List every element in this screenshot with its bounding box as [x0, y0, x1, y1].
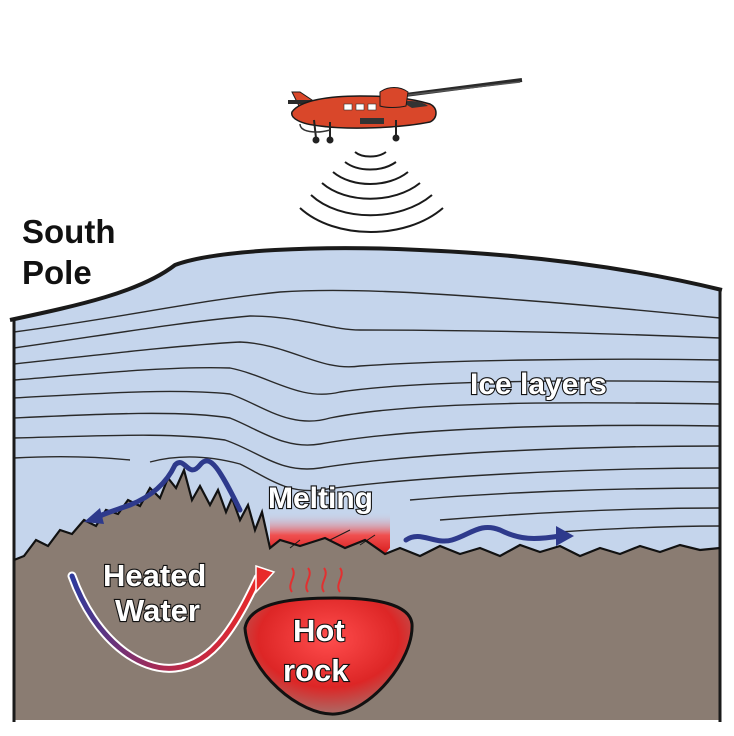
label-melting: Melting — [268, 482, 373, 515]
melting-zone — [270, 512, 390, 554]
bedrock — [14, 470, 720, 720]
radar-wave-icon — [299, 151, 444, 233]
water-flow-left — [84, 458, 243, 524]
hot-rock — [243, 596, 414, 716]
label-pole: Pole — [22, 254, 92, 291]
label-south: South — [22, 213, 115, 250]
label-rock: rock — [283, 653, 349, 688]
ice-layer-lines — [13, 289, 721, 533]
label-hot: Hot — [293, 613, 345, 648]
label-ice-layers: Ice layers — [470, 368, 607, 401]
water-flow-right — [403, 524, 574, 546]
ice-surface — [9, 246, 723, 322]
survey-airplane-icon — [288, 78, 523, 144]
label-heated: Heated — [103, 558, 206, 593]
ice-sheet — [14, 248, 720, 560]
heated-water-arrow — [67, 564, 276, 673]
label-water: Water — [115, 593, 200, 628]
heat-waves — [289, 567, 343, 593]
